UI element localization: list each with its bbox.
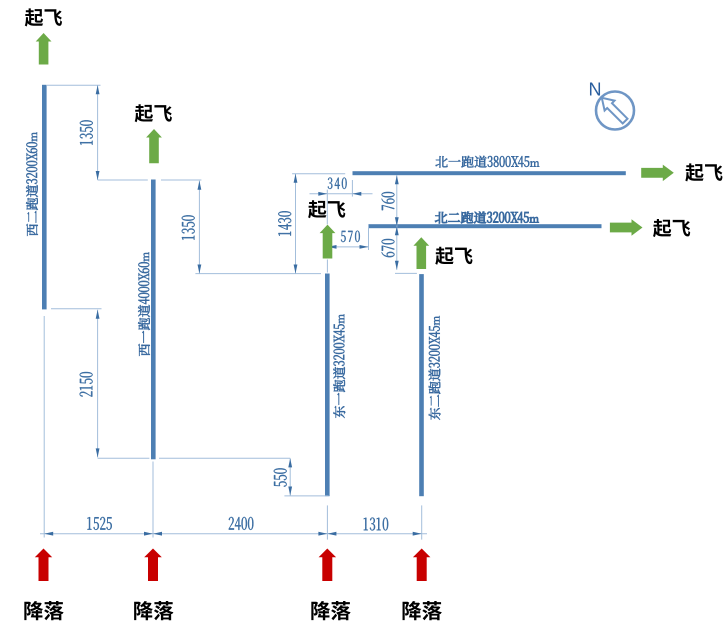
svg-text:N: N — [589, 80, 602, 100]
